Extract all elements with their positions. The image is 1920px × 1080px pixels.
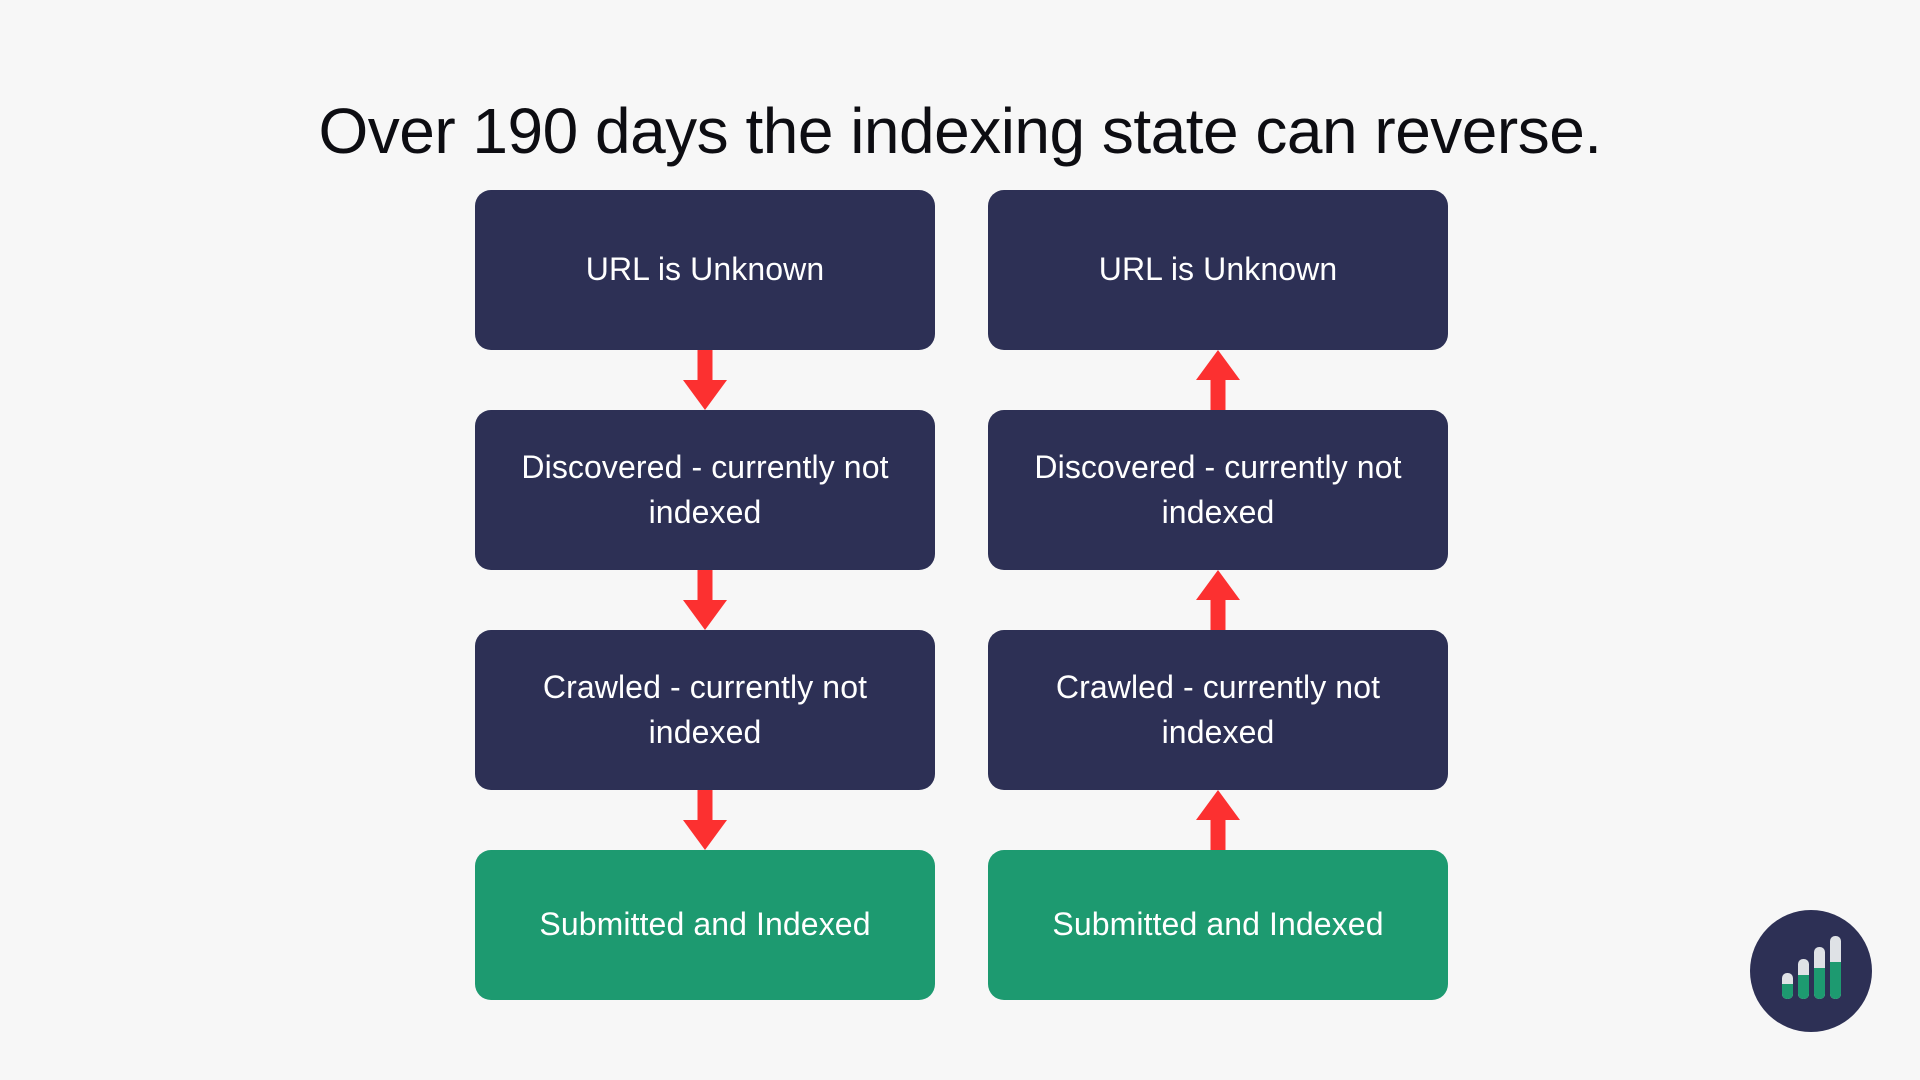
flow-node-discovered-reverse[interactable]: Discovered - currently not indexed [988, 410, 1448, 570]
flow-node-url-unknown-reverse[interactable]: URL is Unknown [988, 190, 1448, 350]
flow-arrow-up-3 [988, 790, 1448, 850]
bar-chart-logo-icon [1750, 910, 1872, 1032]
arrow-down-icon [683, 570, 727, 630]
logo-bar-fill [1781, 984, 1793, 999]
arrow-shaft [697, 790, 713, 826]
flow-node-submitted-indexed-reverse[interactable]: Submitted and Indexed [988, 850, 1448, 1000]
logo-bar [1813, 947, 1825, 999]
arrow-shaft [1210, 374, 1226, 410]
flow-node-crawled-reverse[interactable]: Crawled - currently not indexed [988, 630, 1448, 790]
arrow-up-icon [1196, 570, 1240, 630]
flow-column-reverse: URL is Unknown Discovered - currently no… [988, 190, 1448, 1000]
flow-arrow-up-2 [988, 570, 1448, 630]
arrow-head [1196, 350, 1240, 380]
flow-node-label: Crawled - currently not indexed [542, 668, 868, 750]
arrow-up-icon [1196, 790, 1240, 850]
flow-arrow-down-1 [475, 350, 935, 410]
flow-node-label: URL is Unknown [1098, 251, 1338, 288]
flow-arrow-down-3 [475, 790, 935, 850]
logo-bars [1781, 936, 1841, 999]
arrow-up-icon [1196, 350, 1240, 410]
arrow-shaft [697, 570, 713, 606]
flow-node-label: Submitted and Indexed [1052, 906, 1384, 943]
flow-node-label: Crawled - currently not indexed [1055, 668, 1381, 750]
arrow-head [683, 820, 727, 850]
logo-bar-fill [1797, 975, 1809, 999]
logo-bar-fill [1813, 968, 1825, 999]
flow-column-forward: URL is Unknown Discovered - currently no… [475, 190, 935, 1000]
flow-node-discovered-forward[interactable]: Discovered - currently not indexed [475, 410, 935, 570]
logo-bar [1829, 936, 1841, 999]
flow-node-crawled-forward[interactable]: Crawled - currently not indexed [475, 630, 935, 790]
flow-node-label: Discovered - currently not indexed [521, 448, 889, 530]
arrow-head [1196, 570, 1240, 600]
arrow-shaft [1210, 594, 1226, 630]
arrow-head [1196, 790, 1240, 820]
flow-node-label: Submitted and Indexed [539, 906, 871, 943]
flow-node-url-unknown-forward[interactable]: URL is Unknown [475, 190, 935, 350]
flow-node-label: URL is Unknown [585, 251, 825, 288]
flow-arrow-up-1 [988, 350, 1448, 410]
page-title: Over 190 days the indexing state can rev… [318, 94, 1602, 167]
arrow-head [683, 600, 727, 630]
arrow-down-icon [683, 790, 727, 850]
arrow-shaft [697, 350, 713, 386]
logo-bar-fill [1829, 962, 1841, 999]
logo-bar [1797, 959, 1809, 999]
arrow-head [683, 380, 727, 410]
flow-node-label: Discovered - currently not indexed [1034, 448, 1402, 530]
logo-bar [1781, 973, 1793, 999]
flow-arrow-down-2 [475, 570, 935, 630]
flow-node-submitted-indexed-forward[interactable]: Submitted and Indexed [475, 850, 935, 1000]
flowchart: URL is Unknown Discovered - currently no… [0, 190, 1920, 1000]
arrow-down-icon [683, 350, 727, 410]
arrow-shaft [1210, 814, 1226, 850]
